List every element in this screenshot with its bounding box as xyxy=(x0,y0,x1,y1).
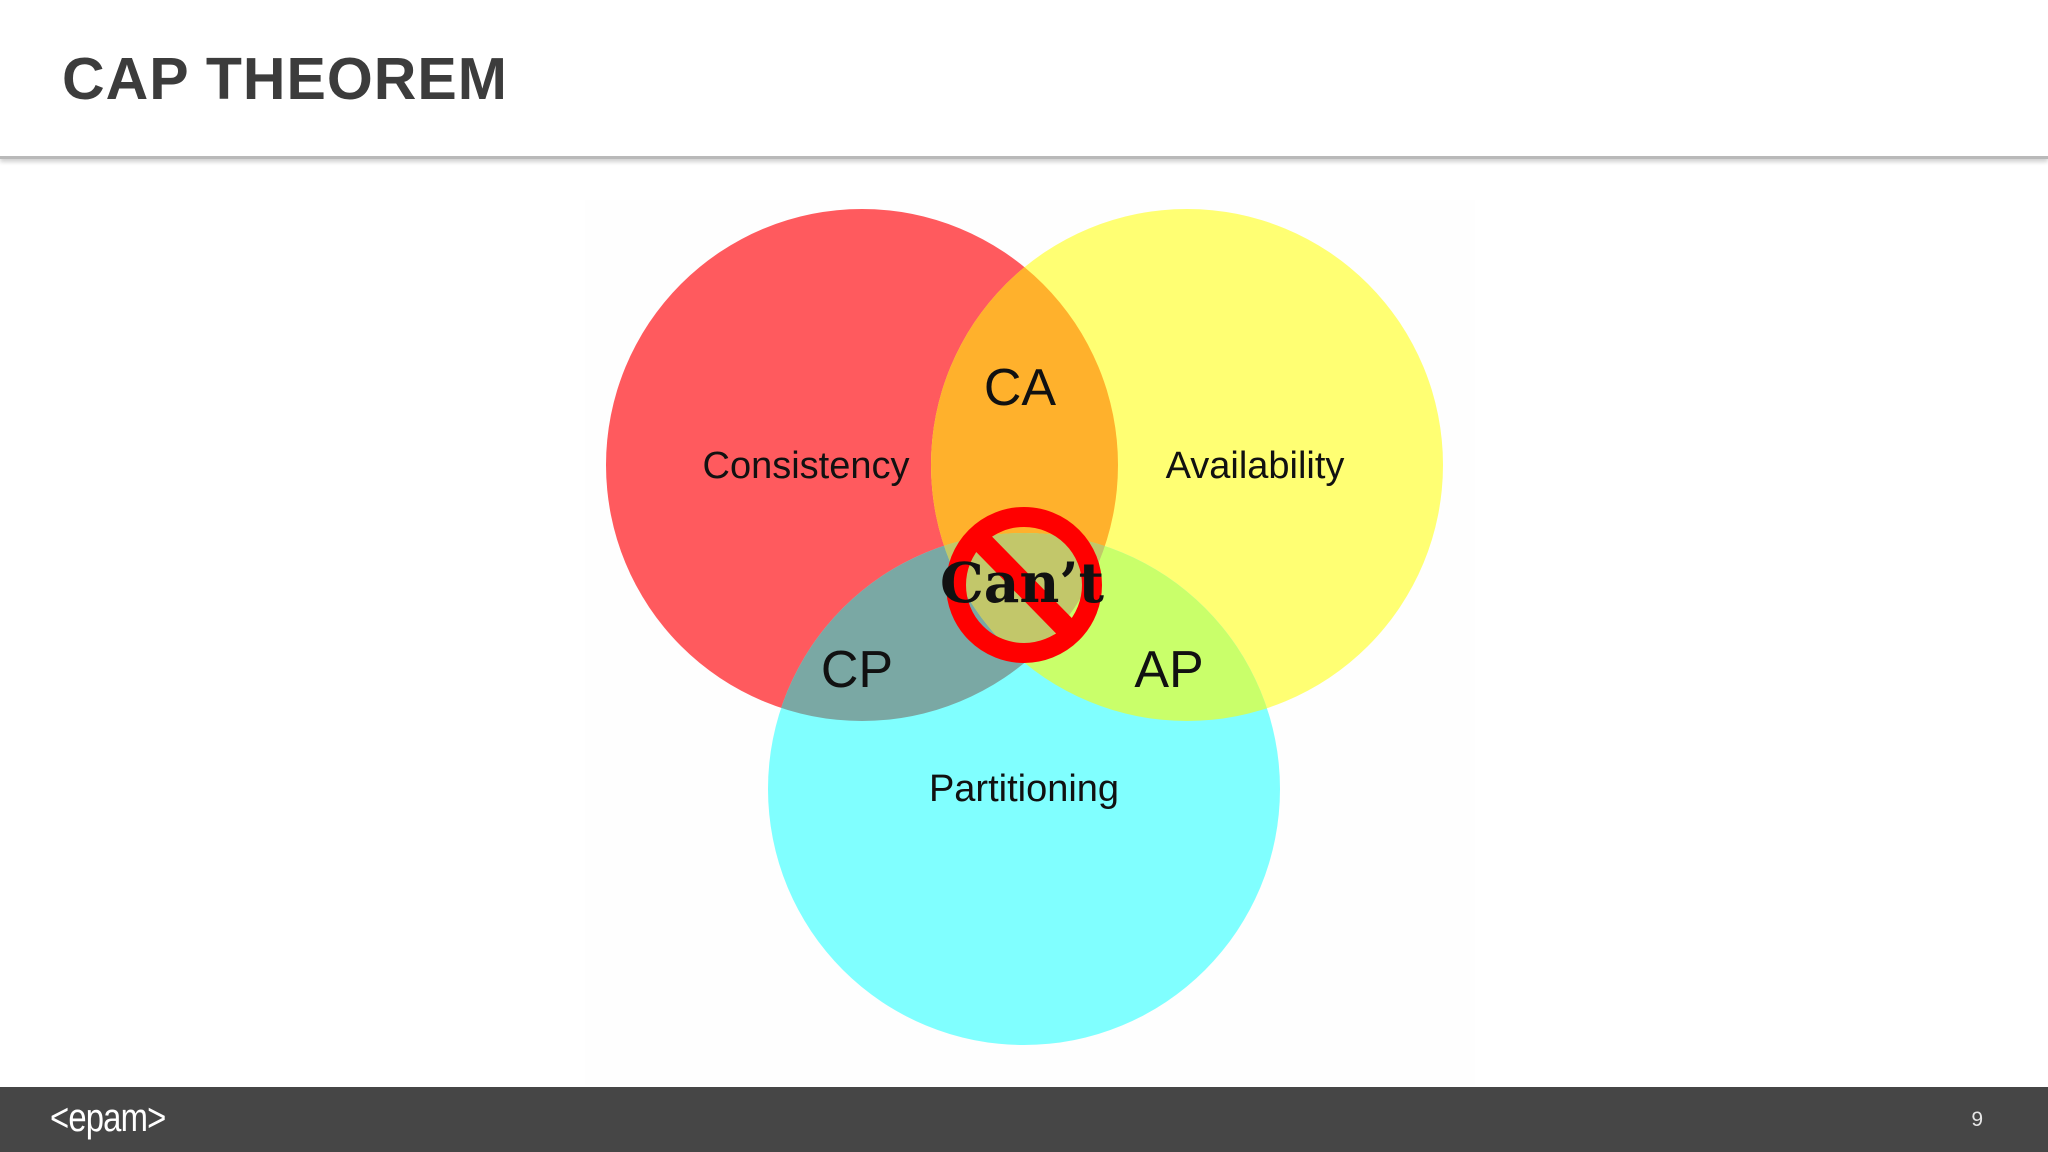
ap-label: AP xyxy=(1134,641,1203,699)
slide-title: CAP THEOREM xyxy=(62,46,508,112)
epam-logo: <epam> xyxy=(50,1096,166,1140)
ap-overlap xyxy=(931,533,1280,721)
cp-label: CP xyxy=(821,641,893,699)
cant-label: Can’t xyxy=(940,550,1105,615)
cp-overlap xyxy=(768,533,1118,721)
page-number: 9 xyxy=(1971,1108,1983,1131)
ca-label: CA xyxy=(984,359,1057,417)
venn-svg: Consistency Availability Partitioning CA… xyxy=(606,209,1443,1045)
prohibited-sign-icon xyxy=(946,507,1102,663)
cap-venn-diagram: Consistency Availability Partitioning CA… xyxy=(585,200,1475,1085)
partitioning-label: Partitioning xyxy=(929,768,1119,810)
consistency-label: Consistency xyxy=(703,445,910,487)
slide-footer: <epam> 9 xyxy=(0,1087,2048,1152)
slide-header: CAP THEOREM xyxy=(0,0,2048,159)
availability-label: Availability xyxy=(1166,445,1345,487)
